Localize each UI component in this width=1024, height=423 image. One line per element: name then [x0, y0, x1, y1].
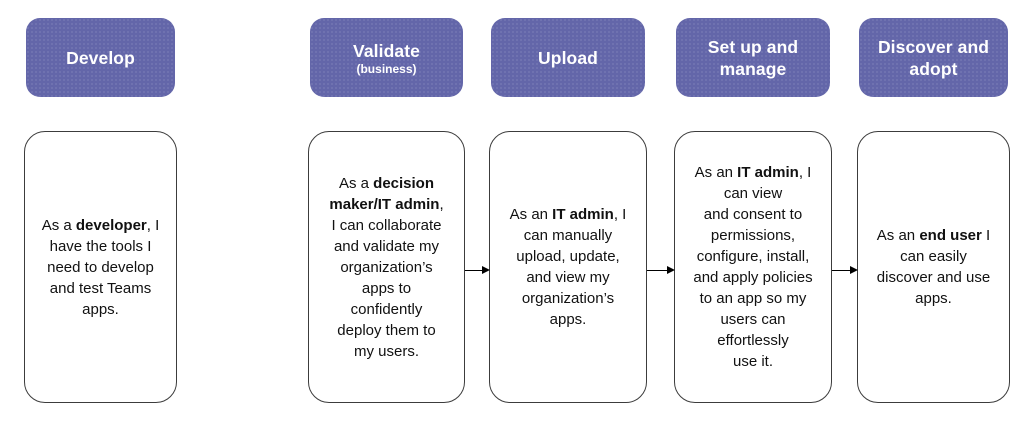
arrow-head-icon: [482, 266, 490, 274]
stage-card-discover-and-adopt: As an end user I can easily discover and…: [857, 131, 1010, 403]
stage-description: As an IT admin, I can view and consent t…: [693, 164, 813, 370]
stage-card-validate: As a decision maker/IT admin, I can coll…: [308, 131, 465, 403]
stage-header-set-up-and-manage: Set up and manage: [676, 18, 830, 97]
stage-card-develop: As a developer, I have the tools I need …: [24, 131, 177, 403]
stage-title: Upload: [538, 47, 598, 68]
arrow-head-icon: [850, 266, 858, 274]
stage-description: As an IT admin, I can manually upload, u…: [509, 206, 627, 328]
stage-subtitle: (business): [356, 61, 417, 76]
arrow-line: [647, 269, 667, 271]
stage-validate: Validate (business) As a decision maker/…: [308, 0, 465, 423]
stage-card-upload: As an IT admin, I can manually upload, u…: [489, 131, 647, 403]
stage-header-discover-and-adopt: Discover and adopt: [859, 18, 1008, 97]
stage-title: Develop: [66, 47, 135, 68]
stage-develop: Develop As a developer, I have the tools…: [24, 0, 177, 423]
stage-description: As a developer, I have the tools I need …: [41, 216, 160, 318]
stage-card-set-up-and-manage: As an IT admin, I can view and consent t…: [674, 131, 832, 403]
arrow-line: [465, 269, 482, 271]
arrow-line: [832, 269, 850, 271]
stage-header-validate: Validate (business): [310, 18, 463, 97]
arrow-set-up-and-manage-to-discover-and-adopt: [832, 263, 858, 277]
arrow-head-icon: [667, 266, 675, 274]
stage-upload: Upload As an IT admin, I can manually up…: [489, 0, 647, 423]
stage-title: Set up and manage: [707, 36, 799, 79]
stage-header-upload: Upload: [491, 18, 645, 97]
arrow-upload-to-set-up-and-manage: [647, 263, 675, 277]
stage-header-develop: Develop: [26, 18, 175, 97]
stage-description: As an end user I can easily discover and…: [876, 227, 991, 307]
stage-title: Discover and adopt: [877, 36, 990, 79]
stage-title: Validate: [353, 40, 420, 61]
arrow-validate-to-upload: [465, 263, 490, 277]
stage-description: As a decision maker/IT admin, I can coll…: [329, 174, 444, 360]
stage-discover-and-adopt: Discover and adopt As an end user I can …: [857, 0, 1010, 423]
stage-set-up-and-manage: Set up and manage As an IT admin, I can …: [674, 0, 832, 423]
